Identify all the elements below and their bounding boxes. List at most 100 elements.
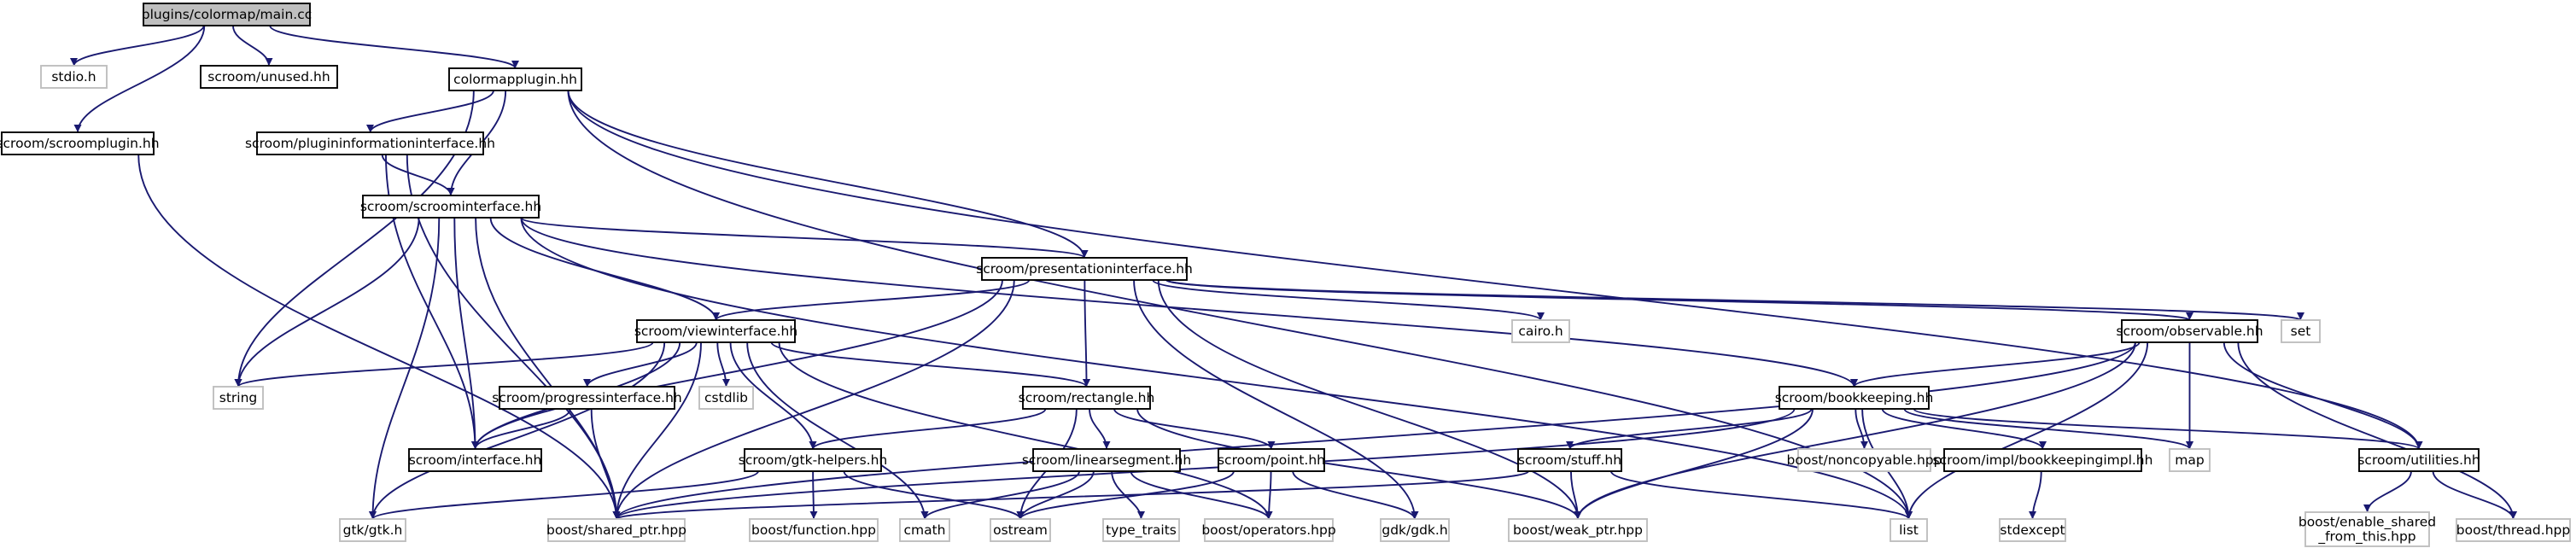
node-label: boost/thread.hpp bbox=[2456, 522, 2570, 538]
node-label: plugins/colormap/main.cc bbox=[142, 7, 313, 22]
node-bookkeeping[interactable]: scroom/bookkeeping.hh bbox=[1775, 386, 1934, 410]
node-box bbox=[1999, 518, 2066, 542]
dependency-edge bbox=[1292, 470, 1419, 520]
dependency-edge bbox=[567, 90, 1089, 259]
edge-scroominterface-to-bookkeeping bbox=[520, 217, 1858, 388]
node-observable[interactable]: scroom/observable.hh bbox=[2116, 319, 2263, 343]
dependency-edge bbox=[612, 408, 1796, 520]
dependency-edge bbox=[369, 217, 441, 520]
edge-utilities-to-thread bbox=[2432, 470, 2517, 520]
edge-layer bbox=[70, 25, 2517, 520]
edge-scroomplugin-to-sharedptr bbox=[137, 154, 621, 520]
node-noncopyable: boost/noncopyable.hpp bbox=[1787, 448, 1942, 472]
edge-bookkeeping-to-bkimpl bbox=[1881, 408, 2047, 450]
node-box bbox=[1797, 448, 1931, 472]
node-label: scroom/rectangle.hh bbox=[1019, 390, 1155, 405]
dependency-edge bbox=[567, 90, 2423, 450]
node-gtkhelpers[interactable]: scroom/gtk-helpers.hh bbox=[739, 448, 887, 472]
node-ostream: ostream bbox=[990, 518, 1051, 542]
edge-bookkeeping-to-weakptr bbox=[1574, 408, 1814, 520]
edge-viewinterface-to-cstdlib bbox=[716, 341, 730, 388]
dependency-edge bbox=[2432, 470, 2517, 520]
edge-viewinterface-to-cmath bbox=[746, 341, 929, 520]
dependency-edge bbox=[70, 25, 205, 67]
node-label: gdk/gdk.h bbox=[1381, 522, 1447, 538]
node-presentation[interactable]: scroom/presentationinterface.hh bbox=[976, 257, 1193, 281]
edge-stuff-to-list bbox=[1609, 470, 1913, 520]
node-unused[interactable]: scroom/unused.hh bbox=[200, 65, 338, 89]
edge-scroominterface-to-gtk bbox=[369, 217, 441, 520]
node-scroominterface[interactable]: scroom/scroominterface.hh bbox=[360, 195, 541, 219]
dependency-edge bbox=[1574, 408, 1814, 520]
node-colormapplugin[interactable]: colormapplugin.hh bbox=[448, 67, 582, 91]
node-stuff[interactable]: scroom/stuff.hh bbox=[1517, 448, 1622, 472]
node-label: gtk/gtk.h bbox=[343, 522, 403, 538]
node-box bbox=[499, 386, 675, 410]
node-label: string bbox=[219, 390, 258, 405]
node-box bbox=[899, 518, 950, 542]
node-plugininfo[interactable]: scroom/plugininformationinterface.hh bbox=[245, 131, 495, 155]
node-scroomplugin[interactable]: scroom/scroomplugin.hh bbox=[0, 131, 160, 155]
edge-bkimpl-to-stdexcept bbox=[2029, 470, 2042, 520]
node-weakptr: boost/weak_ptr.hpp bbox=[1508, 518, 1648, 542]
dependency-edge bbox=[1609, 470, 1913, 520]
node-box bbox=[1511, 319, 1570, 343]
node-box bbox=[143, 3, 311, 26]
node-label: scroom/observable.hh bbox=[2116, 324, 2263, 339]
node-label: scroom/utilities.hh bbox=[2357, 452, 2480, 468]
dependency-edge bbox=[231, 25, 273, 67]
edge-gtkhelpers-to-ostream bbox=[843, 470, 1025, 520]
node-box bbox=[200, 65, 338, 89]
node-bkimpl[interactable]: scroom/impl/bookkeepingimpl.hh bbox=[1933, 448, 2153, 472]
edge-presentation-to-rectangle bbox=[1082, 279, 1090, 388]
dependency-edge bbox=[920, 470, 1080, 520]
node-label: boost/enable_shared bbox=[2299, 515, 2436, 531]
edge-stuff-to-weakptr bbox=[1569, 470, 1582, 520]
node-box bbox=[2121, 319, 2258, 343]
node-gdk: gdk/gdk.h bbox=[1380, 518, 1450, 542]
edge-viewinterface-to-progress bbox=[583, 341, 698, 388]
dependency-edge bbox=[809, 408, 1047, 450]
node-linearsegment[interactable]: scroom/linearsegment.hh bbox=[1022, 448, 1191, 472]
dependency-edge bbox=[612, 341, 702, 520]
node-box bbox=[744, 448, 882, 472]
node-progress[interactable]: scroom/progressinterface.hh bbox=[492, 386, 682, 410]
dependency-edge bbox=[809, 470, 818, 520]
dependency-edge bbox=[712, 279, 1031, 321]
edge-viewinterface-to-rectangle bbox=[770, 341, 1090, 388]
edge-bookkeeping-to-map bbox=[1903, 408, 2193, 450]
dependency-edge bbox=[1113, 408, 1276, 450]
node-box bbox=[362, 195, 540, 219]
node-main[interactable]: plugins/colormap/main.cc bbox=[142, 3, 313, 26]
node-label: scroom/plugininformationinterface.hh bbox=[245, 136, 495, 151]
node-label: boost/operators.hpp bbox=[1201, 522, 1335, 538]
node-gtk: gtk/gtk.h bbox=[339, 518, 406, 542]
node-box bbox=[448, 67, 582, 91]
node-operators: boost/operators.hpp bbox=[1201, 518, 1336, 542]
node-box bbox=[256, 131, 484, 155]
edge-gtkhelpers-to-function bbox=[809, 470, 818, 520]
node-rectangle[interactable]: scroom/rectangle.hh bbox=[1019, 386, 1155, 410]
node-label: _from_this.hpp bbox=[2317, 529, 2415, 545]
dependency-edge bbox=[2237, 341, 2517, 520]
node-typetraits: type_traits bbox=[1102, 518, 1180, 542]
edge-presentation-to-gdk bbox=[1133, 279, 1419, 520]
node-interface[interactable]: scroom/interface.hh bbox=[408, 448, 542, 472]
node-box bbox=[636, 319, 796, 343]
node-box bbox=[2169, 448, 2211, 472]
node-box bbox=[339, 518, 406, 542]
edge-rectangle-to-linearsegment bbox=[1089, 408, 1111, 450]
node-box bbox=[1022, 386, 1151, 410]
edge-presentation-to-viewinterface bbox=[712, 279, 1031, 321]
node-utilities[interactable]: scroom/utilities.hh bbox=[2357, 448, 2480, 472]
node-viewinterface[interactable]: scroom/viewinterface.hh bbox=[634, 319, 797, 343]
edge-observable-to-weakptr bbox=[1574, 341, 2136, 520]
dependency-edge bbox=[843, 470, 1025, 520]
node-cairo: cairo.h bbox=[1511, 319, 1570, 343]
node-label: scroom/gtk-helpers.hh bbox=[739, 452, 887, 468]
node-label: scroom/unused.hh bbox=[207, 69, 330, 85]
dependency-edge bbox=[612, 470, 1530, 520]
node-box bbox=[1943, 448, 2142, 472]
node-point[interactable]: scroom/point.hh bbox=[1218, 448, 1325, 472]
